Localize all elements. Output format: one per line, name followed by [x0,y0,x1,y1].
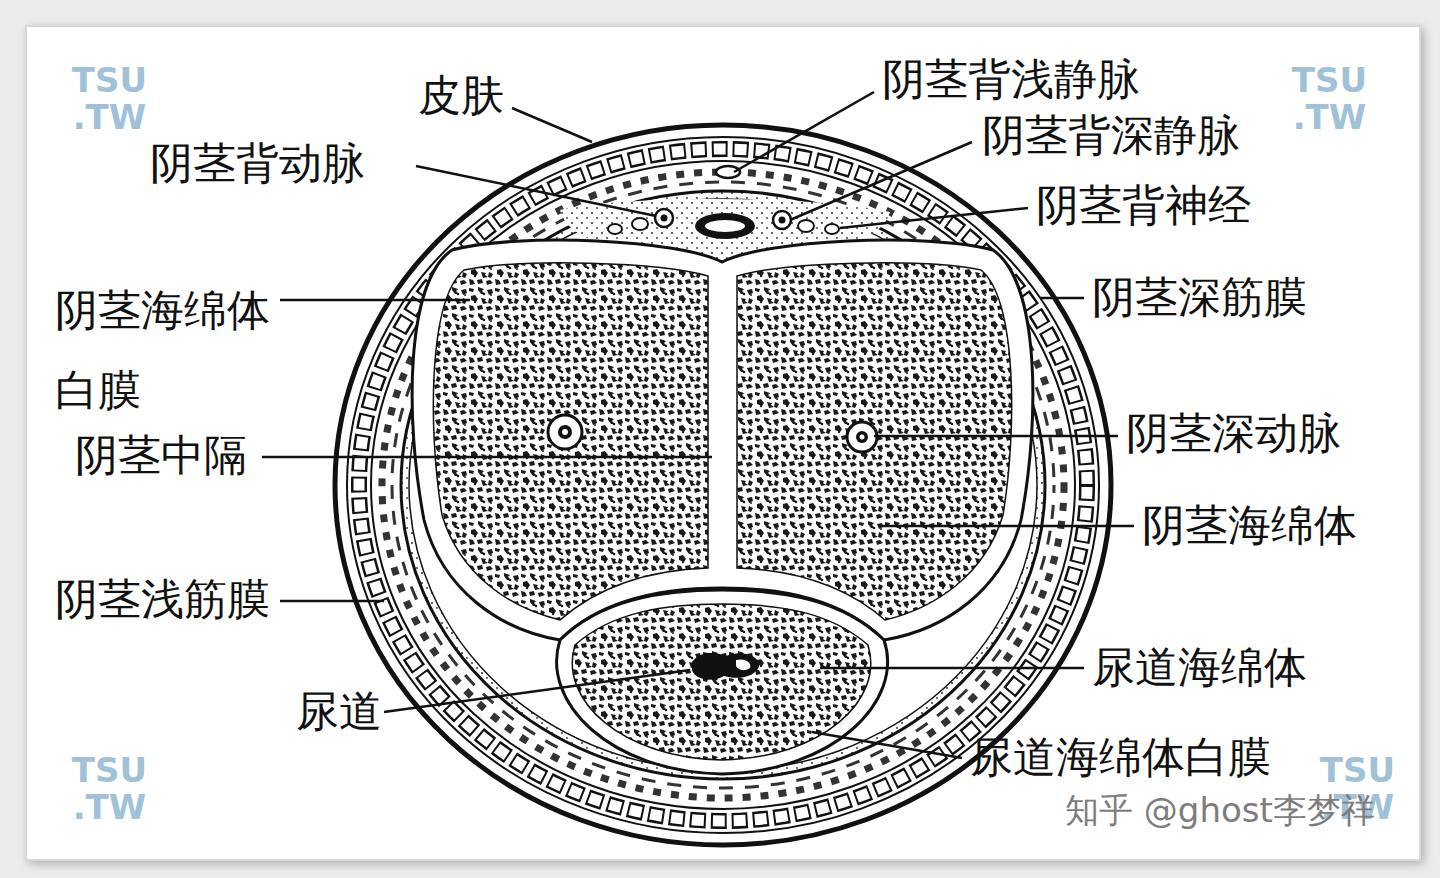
watermark-text: TSU .TW [62,752,157,827]
anatomy-label: 尿道海绵体 [1092,642,1307,694]
anatomy-label: 尿道海绵体白膜 [970,732,1271,784]
anatomy-label: 阴茎海绵体 白膜 [55,270,295,430]
illustration-part [812,732,962,758]
illustration-part [608,224,622,234]
illustration-part [860,435,865,440]
illustration-part [661,215,668,222]
illustration-part [371,161,1075,809]
illustration-part [562,429,568,435]
watermark-text: TSU .TW [62,62,157,137]
illustration-part [790,142,972,220]
illustration-part [840,208,1028,228]
illustration-part [692,653,760,680]
illustration-part [632,218,648,230]
illustration-part [779,217,786,224]
anatomy-label: 阴茎背浅静脉 [882,54,1140,106]
illustration-part [280,299,470,302]
illustration-part [416,166,656,216]
illustration-part [705,220,745,232]
illustration-part [798,220,814,232]
illustration-part [347,137,1099,833]
anatomy-label: 皮肤 [418,70,504,122]
anatomy-label: 阴茎背动脉 [150,138,365,190]
illustration-part [512,108,592,142]
watermark-text: TSU .TW [1282,62,1377,137]
illustration-part [359,149,1087,821]
illustration-part [825,224,839,234]
illustration-part [773,211,791,229]
anatomy-label: 阴茎深筋膜 [1092,272,1307,324]
anatomy-label: 阴茎背神经 [1036,180,1251,232]
illustration-part [262,456,712,459]
anatomy-label: 阴茎海绵体 [1142,500,1357,552]
illustration-part [736,659,750,670]
illustration-part [558,425,572,439]
anatomy-label: 阴茎背深静脉 [982,110,1240,162]
anatomy-label: 阴茎中隔 [75,430,247,482]
illustration-part [384,670,690,712]
illustration-part [856,431,868,443]
illustration-part [655,209,673,227]
illustration-part [433,263,708,620]
illustration-part [874,435,1118,438]
anatomy-label: 阴茎浅筋膜 [55,574,270,626]
illustration-part [734,92,874,172]
illustration-part [737,263,1012,620]
illustration-part [820,667,1084,670]
card-background [26,26,1420,860]
illustration-part [847,422,877,452]
illustration-part [409,199,1037,771]
illustration-part [695,213,755,239]
credit-watermark: 知乎 @ghost李梦祥 [1065,790,1375,831]
illustration-part [280,600,384,603]
anatomy-label: 阴茎深动脉 [1126,408,1341,460]
illustration-part [412,240,1033,640]
illustration-part [880,525,1134,528]
illustration-part [548,415,582,449]
illustration-part [401,191,1045,779]
illustration-part [1040,297,1084,300]
illustration-part [382,172,1064,798]
anatomy-label: 尿道 [296,686,382,738]
illustration-part [359,149,1087,821]
illustration-part [572,604,870,760]
leader-lines [262,92,1134,758]
